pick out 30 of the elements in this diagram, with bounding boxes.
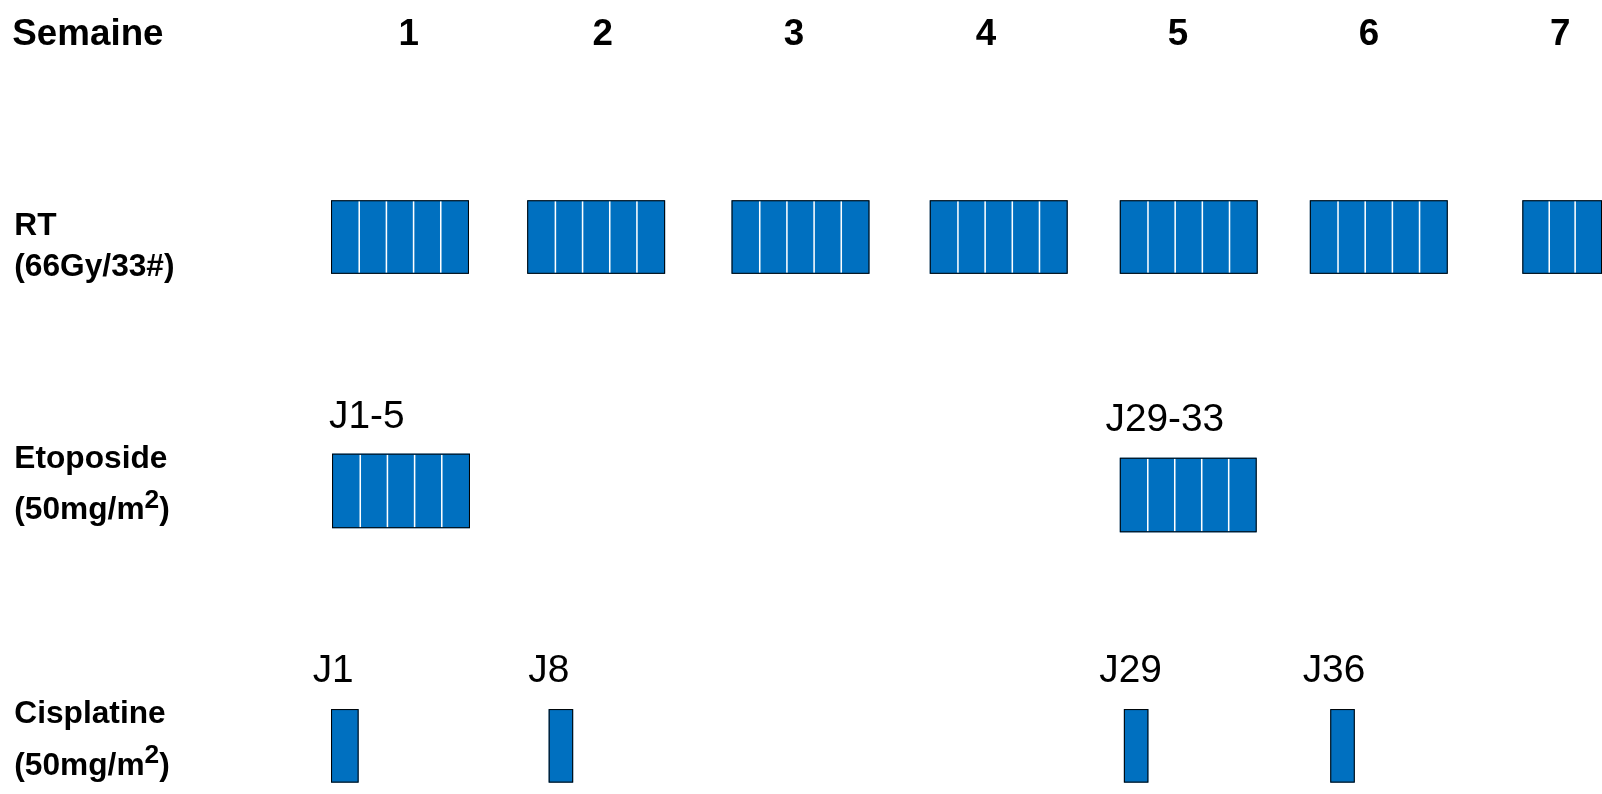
treatment-bar (331, 200, 469, 274)
week-number: 6 (1358, 12, 1380, 54)
column-header: Semaine (12, 12, 164, 54)
row-label: Cisplatine (50mg/m$^{2}$) (14, 693, 170, 784)
treatment-bar (1119, 200, 1258, 274)
treatment-bar (331, 709, 359, 783)
day-label: J29 (1099, 647, 1162, 691)
day-label: J29-33 (1105, 396, 1225, 440)
day-label: J1 (312, 647, 354, 691)
week-number: 7 (1549, 12, 1571, 54)
week-number: 1 (398, 12, 419, 54)
week-number: 3 (783, 12, 805, 54)
row-label: Etoposide (50mg/m$^{2}$) (14, 438, 170, 529)
treatment-bar (548, 709, 574, 783)
treatment-bar (1522, 200, 1602, 274)
day-label: J8 (528, 647, 570, 691)
day-label: J36 (1302, 647, 1366, 691)
day-label: J1-5 (329, 393, 405, 437)
week-number: 5 (1167, 12, 1189, 54)
treatment-bar (527, 200, 666, 274)
treatment-bar (1330, 709, 1355, 783)
treatment-bar (731, 200, 870, 274)
treatment-bar (929, 200, 1068, 274)
treatment-bar (1119, 457, 1257, 533)
week-number: 4 (975, 12, 997, 54)
row-label: RT (66Gy/33#) (14, 205, 175, 285)
treatment-bar (1123, 709, 1149, 783)
treatment-bar (332, 453, 470, 529)
week-number: 2 (592, 12, 614, 54)
treatment-bar (1309, 200, 1448, 274)
